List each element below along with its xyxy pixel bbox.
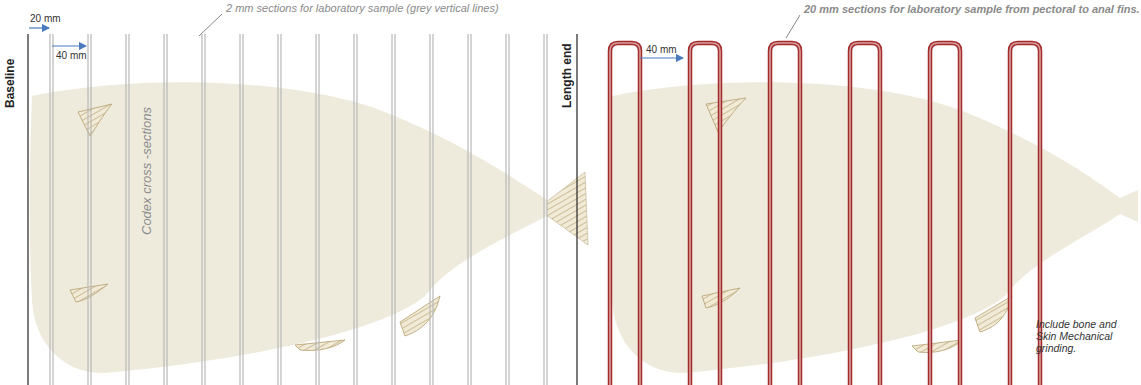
sample-outline [610, 43, 640, 385]
section-line [166, 34, 167, 385]
section-line [280, 34, 281, 385]
section-note: 2 mm sections for laboratory sample (gre… [226, 2, 499, 15]
sample-outline [770, 43, 800, 385]
dimension-label: 20 mm [30, 13, 61, 25]
section-line [508, 34, 509, 385]
section-line [52, 34, 53, 385]
section-line [163, 34, 164, 385]
length-end-label: Length end [561, 43, 575, 108]
section-line [353, 34, 354, 385]
baseline-line [27, 34, 28, 385]
sample-outline [850, 43, 880, 385]
section-line [467, 34, 468, 385]
method-note: Include bone and Skin Mechanical grindin… [1036, 318, 1132, 354]
dimension-label: 40 mm [646, 44, 677, 56]
fish-body-left [30, 82, 588, 373]
sample-outline [770, 43, 800, 385]
dimension-label: 40 mm [56, 50, 87, 62]
section-line [204, 34, 205, 385]
section-line [543, 34, 544, 385]
section-line [505, 34, 506, 385]
section-line [391, 34, 392, 385]
section-line [125, 34, 126, 385]
section-line [239, 34, 240, 385]
section-line [315, 34, 316, 385]
leader-line [199, 14, 222, 36]
section-line [318, 34, 319, 385]
sample-outline [690, 43, 720, 385]
section-note: 20 mm sections for laboratory sample fro… [804, 3, 1140, 16]
baseline-label: Baseline [4, 59, 18, 108]
section-line [394, 34, 395, 385]
section-line [90, 34, 91, 385]
section-line [87, 34, 88, 385]
sample-outline [930, 43, 960, 385]
dimension-arrow [640, 57, 683, 58]
section-line [432, 34, 433, 385]
codex-label: Codex cross -sections [140, 107, 155, 235]
section-lines [50, 34, 547, 385]
length-end-line [576, 34, 577, 385]
section-line [277, 34, 278, 385]
section-line [356, 34, 357, 385]
sample-outline [1010, 43, 1040, 385]
sample-outline [850, 43, 880, 385]
sample-outline [930, 43, 960, 385]
section-line [242, 34, 243, 385]
section-samples [610, 43, 1040, 385]
dimension-arrow [29, 27, 49, 28]
leader-line [786, 15, 800, 38]
section-line [470, 34, 471, 385]
section-line [429, 34, 430, 385]
section-line [128, 34, 129, 385]
dimension-arrow [52, 45, 86, 46]
sample-outline [610, 43, 640, 385]
section-line [546, 34, 547, 385]
sample-outline [1010, 43, 1040, 385]
section-line [201, 34, 202, 385]
sample-outline [690, 43, 720, 385]
section-line [49, 34, 50, 385]
